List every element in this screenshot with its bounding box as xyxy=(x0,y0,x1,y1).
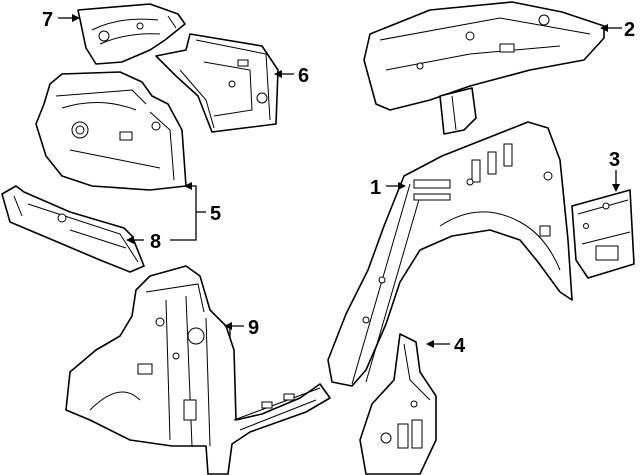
arrow-2 xyxy=(600,24,608,32)
arrow-1 xyxy=(398,182,406,190)
part-4-lower-extension xyxy=(359,333,437,475)
part-8-rail-extension xyxy=(1,185,145,273)
callout-4: 4 xyxy=(454,335,466,357)
callout-9: 9 xyxy=(248,317,259,339)
callout-5: 5 xyxy=(210,203,221,225)
leader-5-bracket xyxy=(170,185,197,241)
part-3-bracket-panel xyxy=(571,189,635,279)
callout-1: 1 xyxy=(370,177,381,199)
callout-8: 8 xyxy=(150,231,161,253)
part-7-reinforcement xyxy=(77,3,186,65)
leader-lines xyxy=(58,14,622,348)
part-5-wheelhouse-assembly xyxy=(35,71,187,191)
arrow-5 xyxy=(184,182,192,190)
arrow-8 xyxy=(126,236,134,244)
part-6-wheelhouse-inner xyxy=(155,33,279,133)
arrow-6 xyxy=(274,70,282,78)
arrow-4 xyxy=(426,340,434,348)
arrow-7 xyxy=(72,14,80,22)
callout-6: 6 xyxy=(298,65,309,87)
callout-3: 3 xyxy=(609,149,620,171)
arrow-3 xyxy=(612,184,620,192)
callout-7: 7 xyxy=(42,9,53,31)
callout-labels: 7 6 2 1 3 4 5 8 9 xyxy=(42,9,635,357)
leader-9 xyxy=(229,325,244,338)
part-9-rear-structure xyxy=(65,265,331,475)
callout-2: 2 xyxy=(624,19,635,41)
part-2-upper-rail-panel xyxy=(363,1,605,135)
part-1-quarter-inner-panel xyxy=(327,121,573,387)
arrow-9 xyxy=(224,322,232,330)
